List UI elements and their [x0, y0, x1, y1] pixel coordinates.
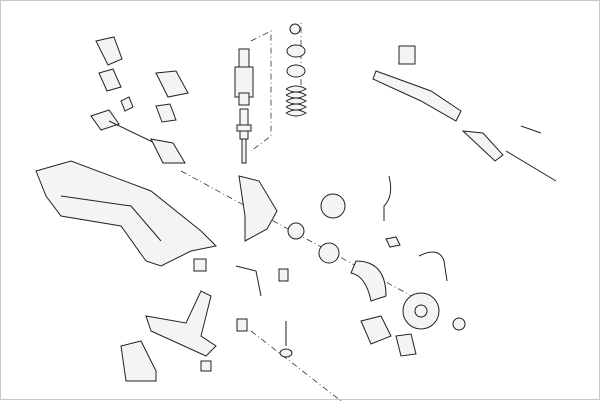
steering-rack	[372, 45, 557, 182]
control-arm	[120, 258, 217, 382]
brake-parts	[360, 175, 448, 357]
coil-spring-and-mounts	[285, 23, 307, 117]
wheel-hub-parts	[287, 193, 466, 331]
stabilizer-parts	[235, 265, 293, 358]
drive-shaft	[90, 109, 186, 164]
subframe	[35, 160, 218, 267]
strut-assembly	[234, 48, 254, 164]
cv-boot-parts	[95, 36, 189, 123]
steering-knuckle	[238, 175, 278, 242]
